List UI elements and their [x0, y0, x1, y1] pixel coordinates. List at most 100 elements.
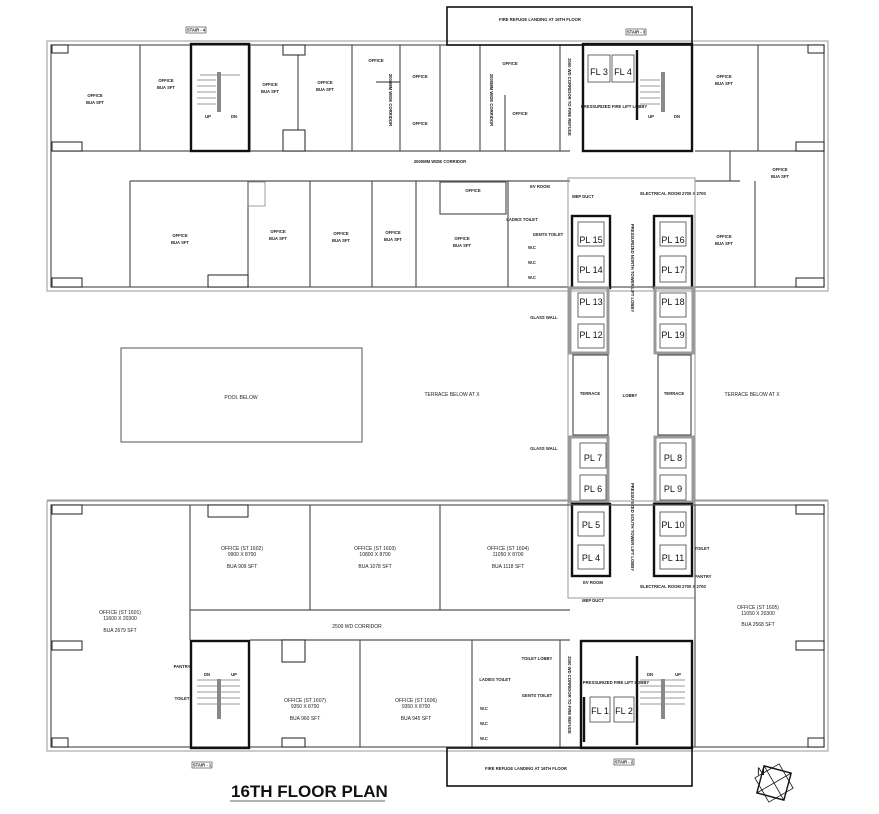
stair-down-label: DN	[674, 114, 680, 119]
office-st1606-dim: 9350 X 8700	[402, 704, 431, 710]
lift-pl16: PL 16	[661, 235, 684, 245]
office-st1603-name: OFFICE (ST 1603)	[354, 546, 396, 552]
fire-refuge-top-label: FIRE REFUGE LANDING AT 16TH FLOOR	[499, 17, 581, 22]
stair-down-label: DN	[231, 114, 237, 119]
lift-pl13: PL 13	[579, 297, 602, 307]
pantry-label: PANTRY	[695, 574, 712, 579]
lift-pl19: PL 19	[661, 330, 684, 340]
pantry-label: PANTRY	[174, 664, 191, 669]
corridor-vertical-label: 2000MM WIDE CORRIDOR	[489, 74, 494, 126]
wc-label: W.C	[480, 736, 488, 741]
stair-1: DN UP	[189, 639, 251, 750]
lift-shafts	[577, 221, 687, 570]
south-lobby-label: PRESSURIZED SOUTH TOWER LIFT LOBBY	[630, 483, 635, 571]
office-st1607-bua: BUA 960 SFT	[290, 716, 321, 722]
stair-4: UP DN	[189, 42, 251, 153]
column	[51, 277, 83, 288]
lift-pl12: PL 12	[579, 330, 602, 340]
column	[51, 640, 83, 651]
toilet-label: TOILET	[175, 696, 190, 701]
stair-2: DN UP	[579, 639, 694, 750]
ladies-toilet-label: LADIES TOILET	[479, 677, 511, 682]
lift-fl4: FL 4	[614, 67, 632, 77]
fire-refuge-bottom-label: FIRE REFUGE LANDING AT 16TH FLOOR	[485, 766, 567, 771]
office-label: OFFICE	[270, 229, 286, 234]
office-label: OFFICE	[716, 234, 732, 239]
office-label: OFFICE	[465, 188, 481, 193]
fire-refuge-landing-top	[446, 6, 693, 46]
corridor-top-label: 2500MM WIDE CORRIDOR	[414, 159, 466, 164]
mep-duct-label: MEP DUCT	[582, 598, 604, 603]
lift-fl1: FL 1	[591, 706, 609, 716]
pool-label: POOL BELOW	[224, 395, 257, 401]
wc-label: W.C	[528, 275, 536, 280]
office-st1601-bua: BUA 2679 SFT	[103, 628, 136, 634]
office-st1604-dim: 11050 X 8700	[493, 552, 524, 558]
column	[207, 504, 249, 518]
office-bua: BUA SFT	[715, 81, 733, 86]
office-label: OFFICE	[412, 74, 428, 79]
fire-lift-lobby-label: PRESSURIZED FIRE LIFT LOBBY	[581, 104, 648, 109]
office-bua: BUA SFT	[771, 174, 789, 179]
column	[807, 44, 825, 54]
electrical-room-label: ELECTRICAL ROOM 2700 X 2700	[640, 584, 706, 589]
corridor-bottom-label: 2500 WD CORRIDOR	[332, 624, 382, 630]
lift-fl3: FL 3	[590, 67, 608, 77]
page-title: 16TH FLOOR PLAN	[231, 782, 388, 801]
fire-corridor-label: 2000 WD CORRIDOR TO FIRE REFUGE	[567, 656, 572, 734]
column	[282, 129, 306, 152]
office-bua: BUA SFT	[384, 237, 402, 242]
office-st1603-bua: BUA 1078 SFT	[358, 564, 391, 570]
office-st1602-dim: 9900 X 8700	[228, 552, 257, 558]
stair-up-label: UP	[231, 672, 237, 677]
column	[807, 737, 825, 748]
office-bua: BUA SFT	[332, 238, 350, 243]
office-label: OFFICE	[454, 236, 470, 241]
office-st1605-dim: 11050 X 20300	[741, 611, 775, 617]
office-label: OFFICE	[385, 230, 401, 235]
office-st1605-bua: BUA 2568 SFT	[741, 622, 774, 628]
fire-lift-lobby-label: PRESSURIZED FIRE LIFT LOBBY	[583, 680, 650, 685]
stair-1-label: STAIR - 1	[193, 763, 212, 768]
stair-4-tag	[185, 26, 207, 34]
office-label: OFFICE	[502, 61, 518, 66]
lift-pl9: PL 9	[664, 484, 682, 494]
office-st1604-bua: BUA 1118 SFT	[492, 564, 525, 570]
electrical-room-label: ELECTRICAL ROOM 2700 X 2700	[640, 191, 706, 196]
column	[795, 640, 825, 651]
ev-room-label: EV ROOM	[583, 580, 603, 585]
column	[281, 737, 306, 748]
office-st1602-name: OFFICE (ST 1602)	[221, 546, 263, 552]
lift-pl7: PL 7	[584, 453, 602, 463]
office-st1606-name: OFFICE (ST 1606)	[395, 698, 437, 704]
office-bua: BUA SFT	[269, 236, 287, 241]
office-label: OFFICE	[716, 74, 732, 79]
fire-corridor-label: 2000 WD CORRIDOR TO FIRE REFUGE	[567, 58, 572, 136]
office-label: OFFICE	[158, 78, 174, 83]
lift-pl11: PL 11	[662, 553, 685, 563]
terrace-right-label: TERRACE BELOW AT X	[724, 392, 780, 398]
stair-3: UP DN	[581, 42, 694, 153]
wc-label: W.C	[528, 245, 536, 250]
north-office-labels: OFFICE BUA SFT OFFICE BUA SFT OFFICE BUA…	[86, 58, 789, 248]
lobby-label: LOBBY	[623, 393, 638, 398]
column	[281, 639, 306, 663]
column	[795, 141, 825, 152]
office-bua: BUA SFT	[171, 240, 189, 245]
north-lobby-label: PRESSURIZED NORTH TOWER LIFT LOBBY	[630, 224, 635, 313]
pool-outline	[120, 347, 363, 443]
column	[51, 737, 69, 748]
glass-wall-label: GLASS WALL	[530, 315, 558, 320]
office-st1601-name: OFFICE (ST 1601)	[99, 610, 141, 616]
lift-pl5: PL 5	[582, 520, 600, 530]
office-label: OFFICE	[172, 233, 188, 238]
wc-label: W.C	[480, 721, 488, 726]
stair-2-tag	[613, 758, 635, 766]
ev-room-label: EV ROOM	[530, 184, 550, 189]
office-st1604-name: OFFICE (ST 1604)	[487, 546, 529, 552]
north-wing	[46, 40, 829, 292]
stair-up-label: UP	[205, 114, 211, 119]
column	[795, 504, 825, 515]
stair-up-label: UP	[648, 114, 654, 119]
